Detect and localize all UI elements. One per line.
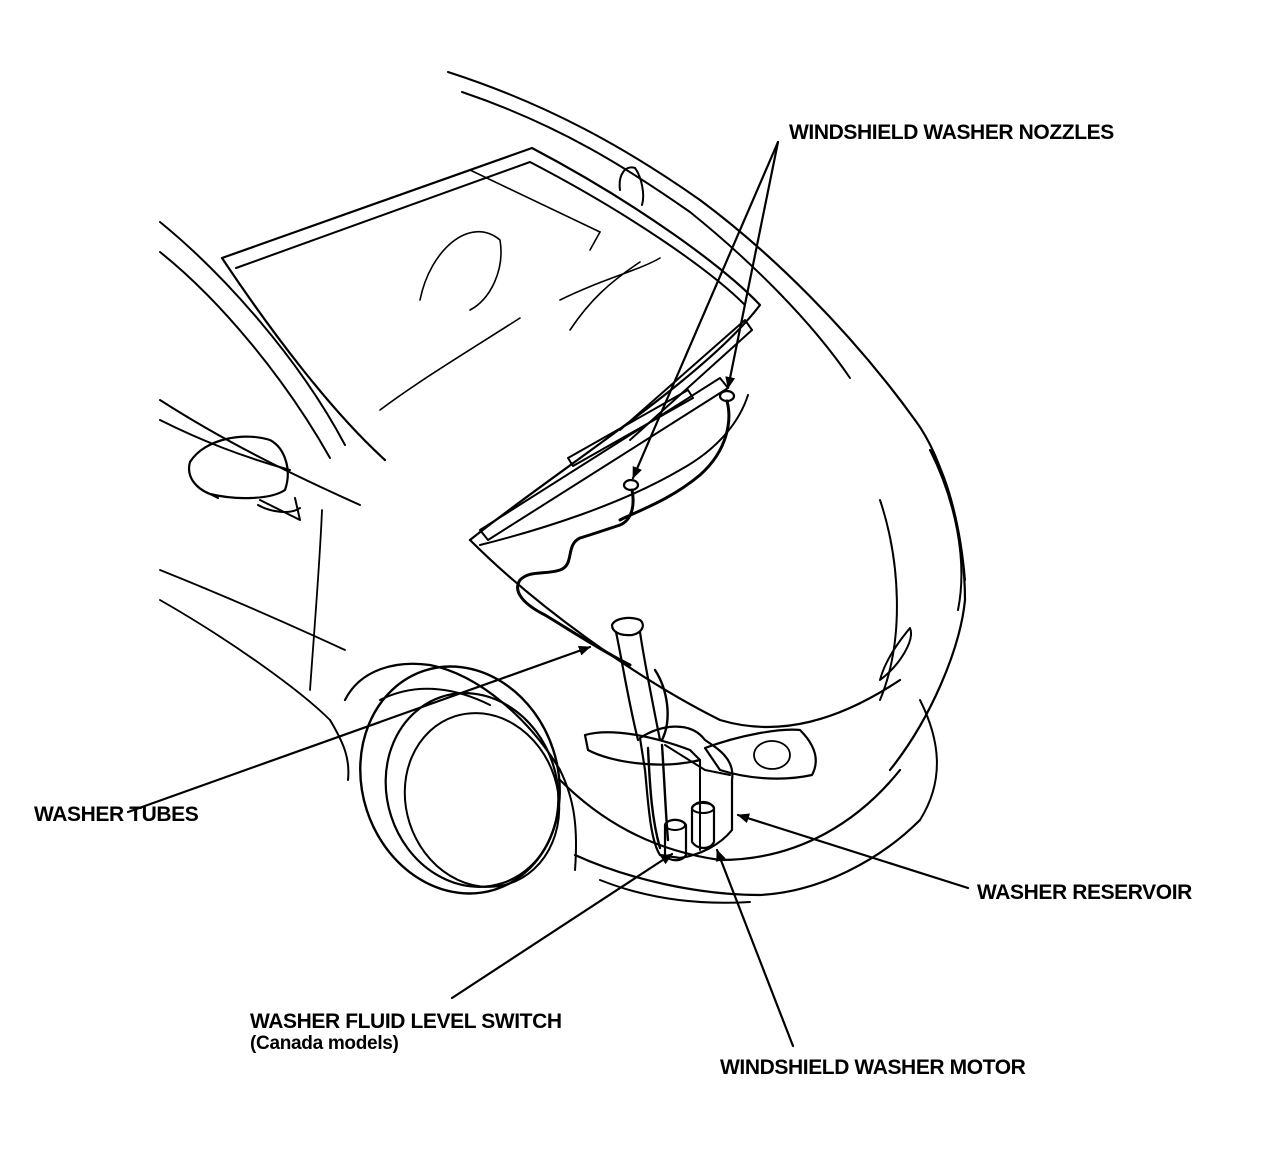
leader-reservoir	[736, 813, 970, 890]
motor-cylinder	[690, 800, 716, 850]
label-washer-reservoir: WASHER RESERVOIR	[977, 881, 1192, 904]
leader-tubes	[126, 645, 592, 814]
washer-tube-route	[618, 399, 731, 522]
label-level-switch: WASHER FLUID LEVEL SWITCH	[250, 1010, 562, 1033]
label-washer-nozzles: WINDSHIELD WASHER NOZZLES	[789, 121, 1114, 144]
leader-nozzles-right	[725, 140, 780, 390]
filler-neck	[610, 616, 644, 637]
label-washer-motor: WINDSHIELD WASHER MOTOR	[720, 1056, 1026, 1079]
leader-level-switch	[450, 852, 674, 1000]
label-washer-tubes: WASHER TUBES	[34, 803, 199, 826]
washer-system	[516, 389, 736, 862]
car-body	[159, 71, 967, 904]
leader-motor	[715, 848, 795, 1048]
leader-lines	[126, 140, 970, 1048]
reservoir-body	[638, 725, 734, 860]
left-nozzle	[622, 478, 640, 492]
leader-nozzles-left	[631, 140, 780, 480]
label-level-switch-note: (Canada models)	[250, 1033, 399, 1054]
